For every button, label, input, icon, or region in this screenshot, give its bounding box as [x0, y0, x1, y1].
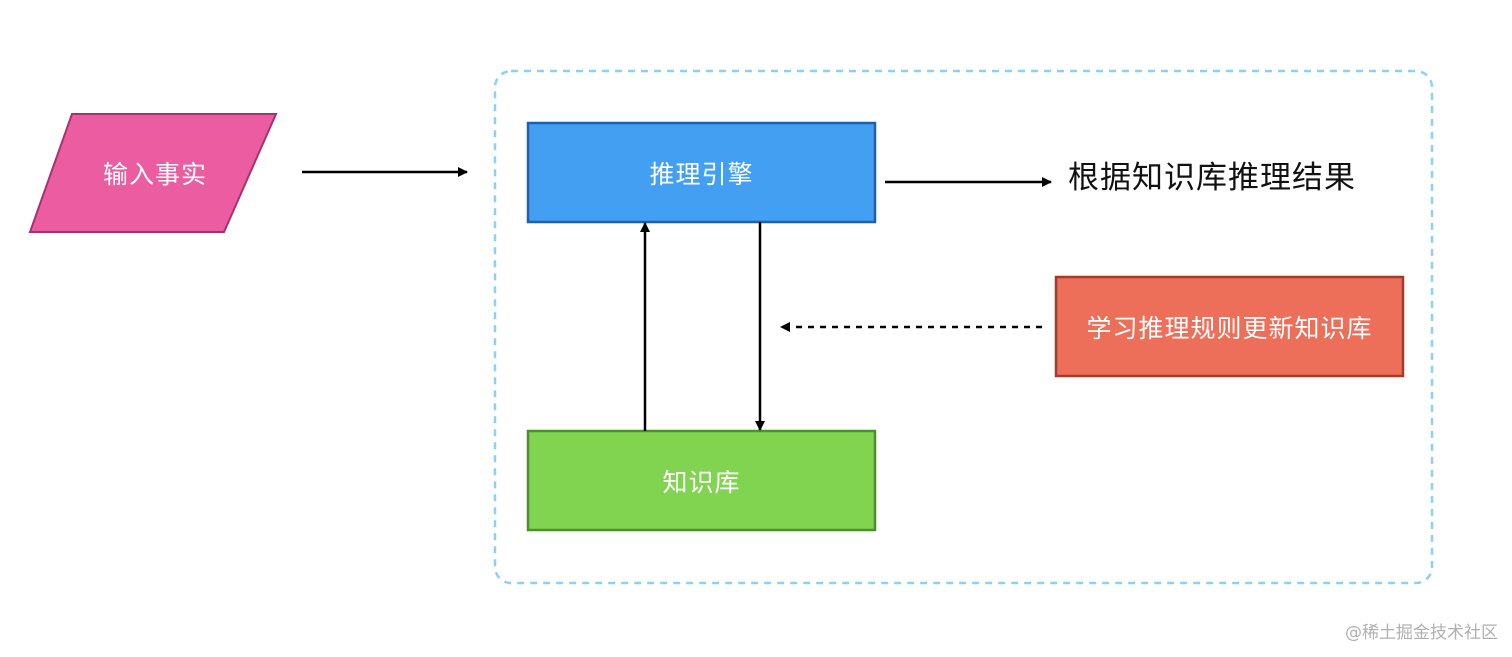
input-facts-node[interactable] [28, 113, 278, 233]
inference-engine-node[interactable] [526, 121, 877, 224]
knowledge-base-node[interactable] [526, 429, 877, 532]
inference-engine-label: 推理引擎 [649, 159, 754, 189]
watermark-text: @稀土掘金技术社区 [1345, 623, 1498, 643]
result-text: 根据知识库推理结果 [1068, 159, 1356, 196]
input-facts-label: 输入事实 [102, 160, 207, 189]
learning-rules-label: 学习推理规则更新知识库 [1086, 313, 1373, 343]
system-group-border [493, 69, 1434, 585]
learning-rules-node[interactable] [1054, 275, 1405, 378]
knowledge-base-label: 知识库 [662, 467, 741, 497]
